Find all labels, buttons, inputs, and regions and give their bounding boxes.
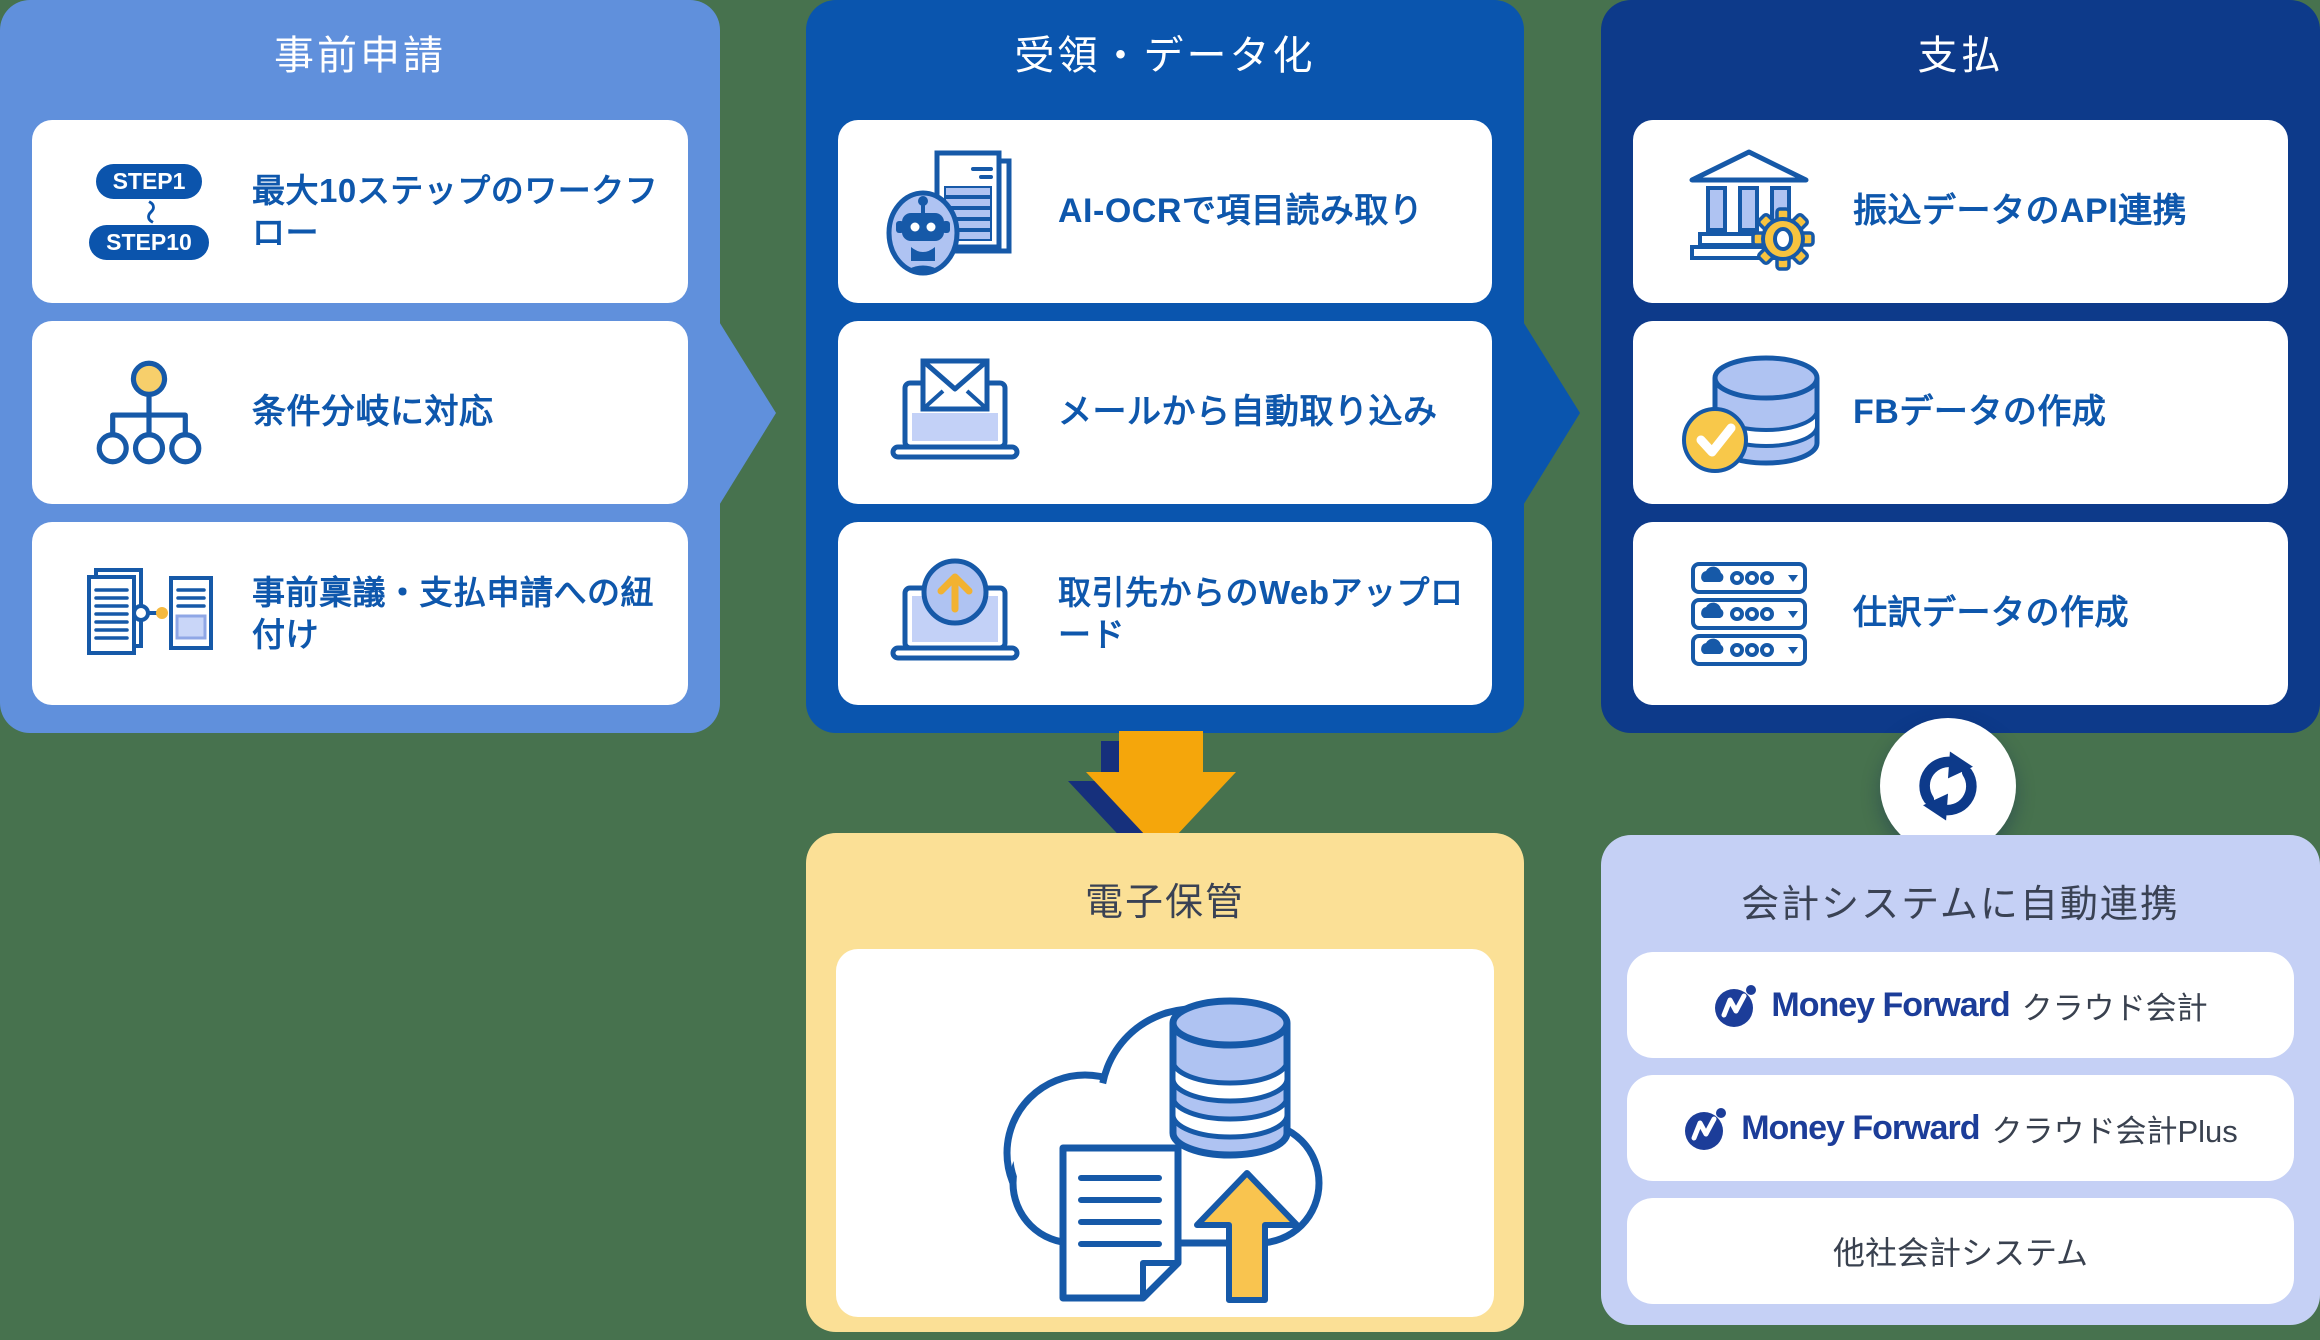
money-forward-wordmark: Money Forward: [1741, 1108, 1980, 1147]
column-payment: 支払: [1601, 0, 2320, 733]
product-name: クラウド会計Plus: [1991, 1113, 2238, 1149]
feature-card-ai-ocr: AI-OCRで項目読み取り: [838, 120, 1492, 303]
branch-icon: [74, 357, 224, 469]
feature-card-fb-data: FBデータの作成: [1633, 321, 2288, 504]
feature-card-branching: 条件分岐に対応: [32, 321, 688, 504]
arrow-down: [1068, 731, 1236, 861]
column-title: 支払: [1917, 34, 2004, 78]
step-range-badges: STEP1 〜 STEP10: [74, 163, 224, 260]
accounting-row-other-systems: 他社会計システム: [1627, 1198, 2294, 1304]
feature-card-workflow-steps: STEP1 〜 STEP10 最大10ステップのワークフロー: [32, 120, 688, 303]
feature-card-web-upload: 取引先からのWebアップロード: [838, 522, 1492, 705]
feature-card-mail-import: メールから自動取り込み: [838, 321, 1492, 504]
cloud-database-upload-illustration: [1003, 997, 1323, 1303]
feature-label: 仕訳データの作成: [1853, 594, 2129, 633]
linked-documents-icon: [74, 563, 224, 665]
feature-label: 最大10ステップのワークフロー: [252, 172, 659, 251]
step10-badge: STEP10: [89, 224, 209, 260]
panel-title: 電子保管: [1084, 882, 1245, 924]
web-upload-laptop-icon: [880, 554, 1030, 674]
accounting-row-cloud-kaikei: Money Forward クラウド会計: [1627, 952, 2294, 1058]
email-laptop-icon: [880, 353, 1030, 473]
accounting-row-cloud-kaikei-plus: Money Forward クラウド会計Plus: [1627, 1075, 2294, 1181]
panel-title: 会計システムに自動連携: [1741, 884, 2180, 926]
server-stack-icon: [1675, 558, 1825, 670]
bank-gear-icon: [1675, 147, 1825, 277]
column-receive-datify: 受領・データ化: [806, 0, 1524, 733]
feature-card-journal-data: 仕訳データの作成: [1633, 522, 2288, 705]
column-title: 事前申請: [274, 34, 446, 78]
ai-ocr-robot-document-icon: [880, 147, 1030, 277]
feature-card-bank-api: 振込データのAPI連携: [1633, 120, 2288, 303]
panel-electronic-storage: 電子保管: [806, 833, 1524, 1332]
column-title: 受領・データ化: [1014, 34, 1316, 78]
feature-label: FBデータの作成: [1853, 393, 2107, 432]
feature-card-linking: 事前稟議・支払申請への紐付け: [32, 522, 688, 705]
money-forward-wordmark: Money Forward: [1771, 985, 2010, 1024]
column-pre-application: 事前申請 STEP1 〜 STEP10 最大10ステップのワークフロー: [0, 0, 720, 733]
sync-arrows-icon: [1919, 751, 1977, 821]
panel-accounting-link: 会計システムに自動連携 Money Forward クラウド会計 Money F…: [1601, 835, 2320, 1325]
tilde-separator: 〜: [136, 199, 163, 224]
product-name: 他社会計システム: [1832, 1235, 2089, 1271]
arrow-right-2: [1522, 320, 1580, 507]
product-name: クラウド会計: [2021, 990, 2208, 1026]
feature-label: 事前稟議・支払申請への紐付け: [252, 574, 654, 653]
database-check-icon: [1675, 348, 1825, 478]
feature-label: 条件分岐に対応: [252, 393, 494, 432]
feature-label: メールから自動取り込み: [1058, 393, 1438, 432]
sync-badge: [1880, 718, 2016, 854]
feature-label: AI-OCRで項目読み取り: [1058, 192, 1424, 231]
storage-card: [836, 949, 1494, 1317]
money-forward-logo-icon: [1715, 985, 1757, 1027]
money-forward-logo-icon: [1685, 1108, 1727, 1150]
arrow-right-1: [718, 320, 776, 507]
feature-label: 取引先からのWebアップロード: [1058, 574, 1464, 653]
step1-badge: STEP1: [95, 163, 203, 199]
feature-label: 振込データのAPI連携: [1853, 192, 2188, 231]
